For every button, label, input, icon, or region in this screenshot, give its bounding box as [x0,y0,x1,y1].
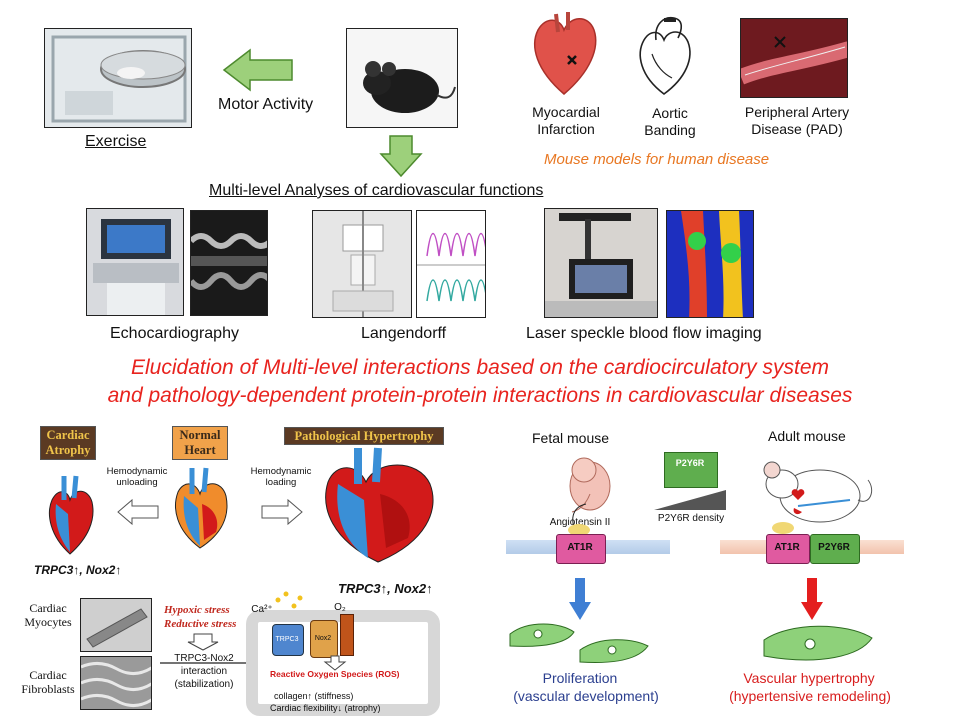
mi-label: Myocardial Infarction [532,104,600,137]
cardiac-atrophy-tag: Cardiac Atrophy [40,426,96,460]
headline-line-1: Elucidation of Multi-level interactions … [131,356,829,379]
angiotensin-label: Angiotensin II [549,517,611,528]
interaction-arrow [160,662,254,664]
at1r-left-receptor [556,534,606,564]
ros-mechanism-box [246,610,440,716]
unloading-arrow [117,498,159,526]
blood-flow-map [666,210,754,318]
mmode-trace [191,211,267,315]
ab-label: Aortic Banding [644,105,696,138]
fetal-mouse-icon [569,457,611,513]
hypoxic-stress-label: Hypoxic stress [164,604,230,616]
myocyte-image [80,598,152,652]
atrophy-heart-icon [49,475,94,555]
pad-label: Peripheral Artery Disease (PAD) [744,104,850,137]
red-down-arrow [801,578,823,620]
normal-heart-tag: Normal Heart [172,426,228,460]
p2y6r-tag-label: P2Y6R [675,458,705,468]
trpc3-label: TRPC3 [275,636,299,643]
exercise-label: Exercise [85,133,147,150]
density-label: P2Y6R density [657,513,725,524]
loading-label: Hemodynamic loading [250,466,312,488]
down-green-arrow [379,135,423,178]
fetal-mouse-label: Fetal mouse [532,430,610,446]
proliferating-cells [509,623,649,663]
hypertrophy-sub-label: (hypertensive remodeling) [729,688,891,704]
o2-label: O₂ [334,602,346,613]
mouse-photo [346,28,458,128]
nox2-label: Nox2 [314,635,332,642]
nox2-complex [310,620,338,658]
reductive-stress-label: Reductive stress [164,618,237,630]
trpc-right-label: TRPC3↑, Nox2↑ [338,581,433,596]
mouse-models-caption: Mouse models for human disease [544,151,770,168]
black-mouse-illustration [363,61,456,113]
flow-heatmap [667,211,753,317]
pressure-traces [417,233,485,302]
fetal-receptor-blob [568,524,590,536]
hypertrophic-cell [763,625,873,661]
unloading-label: Hemodynamic unloading [106,466,168,488]
trpc-left-label: TRPC3↑, Nox2↑ [34,563,122,577]
echo-machine-illustration [93,219,179,315]
multilevel-analyses-label: Multi-level Analyses of cardiovascular f… [209,182,544,199]
laser-speckle-setup-photo [544,208,658,318]
density-wedge [654,490,726,510]
at1r-left-label: AT1R [567,542,593,553]
fibroblasts-label: Cardiac Fibroblasts [21,668,75,696]
proliferation-label: Proliferation [542,670,618,686]
laser-setup-illustration [545,213,657,317]
motor-activity-label: Motor Activity [218,96,314,113]
treadmill-illustration [45,29,191,127]
langendorff-photo [312,210,412,318]
myocyte-micrograph [86,608,148,648]
pathological-hypertrophy-tag: Pathological Hypertrophy [284,427,444,445]
adult-receptor-blob [772,522,794,534]
langendorff-trace [416,210,486,318]
adult-mouse-label: Adult mouse [768,428,846,444]
stress-down-arrow [187,633,219,651]
hypertrophy-label: Vascular hypertrophy [743,670,875,686]
echo-label: Echocardiography [110,325,239,342]
ca-label: Ca²⁺ [251,604,273,615]
headline-line-2: and pathology-dependent protein-protein … [107,384,853,407]
p2y6r-right-receptor [810,534,860,564]
ca-ion-dots [275,591,303,609]
left-green-arrow [222,48,293,92]
exercise-photo [44,28,192,128]
p2y6r-right-label: P2Y6R [818,542,850,553]
interaction-label: TRPC3-Nox2 interaction (stabilization) [174,653,234,690]
hypertrophy-heart-icon [325,447,434,563]
pad-photo [740,18,848,98]
loading-arrow [261,498,303,526]
ros-down-arrow [323,655,347,671]
aortic-banding-icon [639,16,691,95]
ros-label: Reactive Oxygen Species (ROS) [270,669,400,679]
echo-mmode-image [190,210,268,316]
fibroblast-image [80,656,152,710]
laser-label: Laser speckle blood flow imaging [526,325,762,342]
at1r-right-label: AT1R [774,542,800,553]
flexibility-label: Cardiac flexibility↓ (atrophy) [270,703,381,713]
leg-artery-illustration [741,19,847,97]
langendorff-label: Langendorff [361,325,447,342]
fibroblast-micrograph [81,662,151,707]
adult-mouse-icon [763,461,873,523]
proliferation-sub-label: (vascular development) [513,688,659,704]
trpc3-channel [272,624,304,656]
myocytes-label: Cardiac Myocytes [24,601,72,629]
collagen-label: collagen↑ (stiffness) [274,691,354,701]
mi-heart-icon [534,12,597,95]
normal-heart-icon [175,467,228,549]
echo-machine-photo [86,208,184,316]
p2y6r-tag [664,452,718,488]
p22phox-subunit [340,614,354,656]
at1r-right-receptor [766,534,810,564]
langendorff-apparatus [332,211,394,317]
blue-down-arrow [569,578,591,620]
